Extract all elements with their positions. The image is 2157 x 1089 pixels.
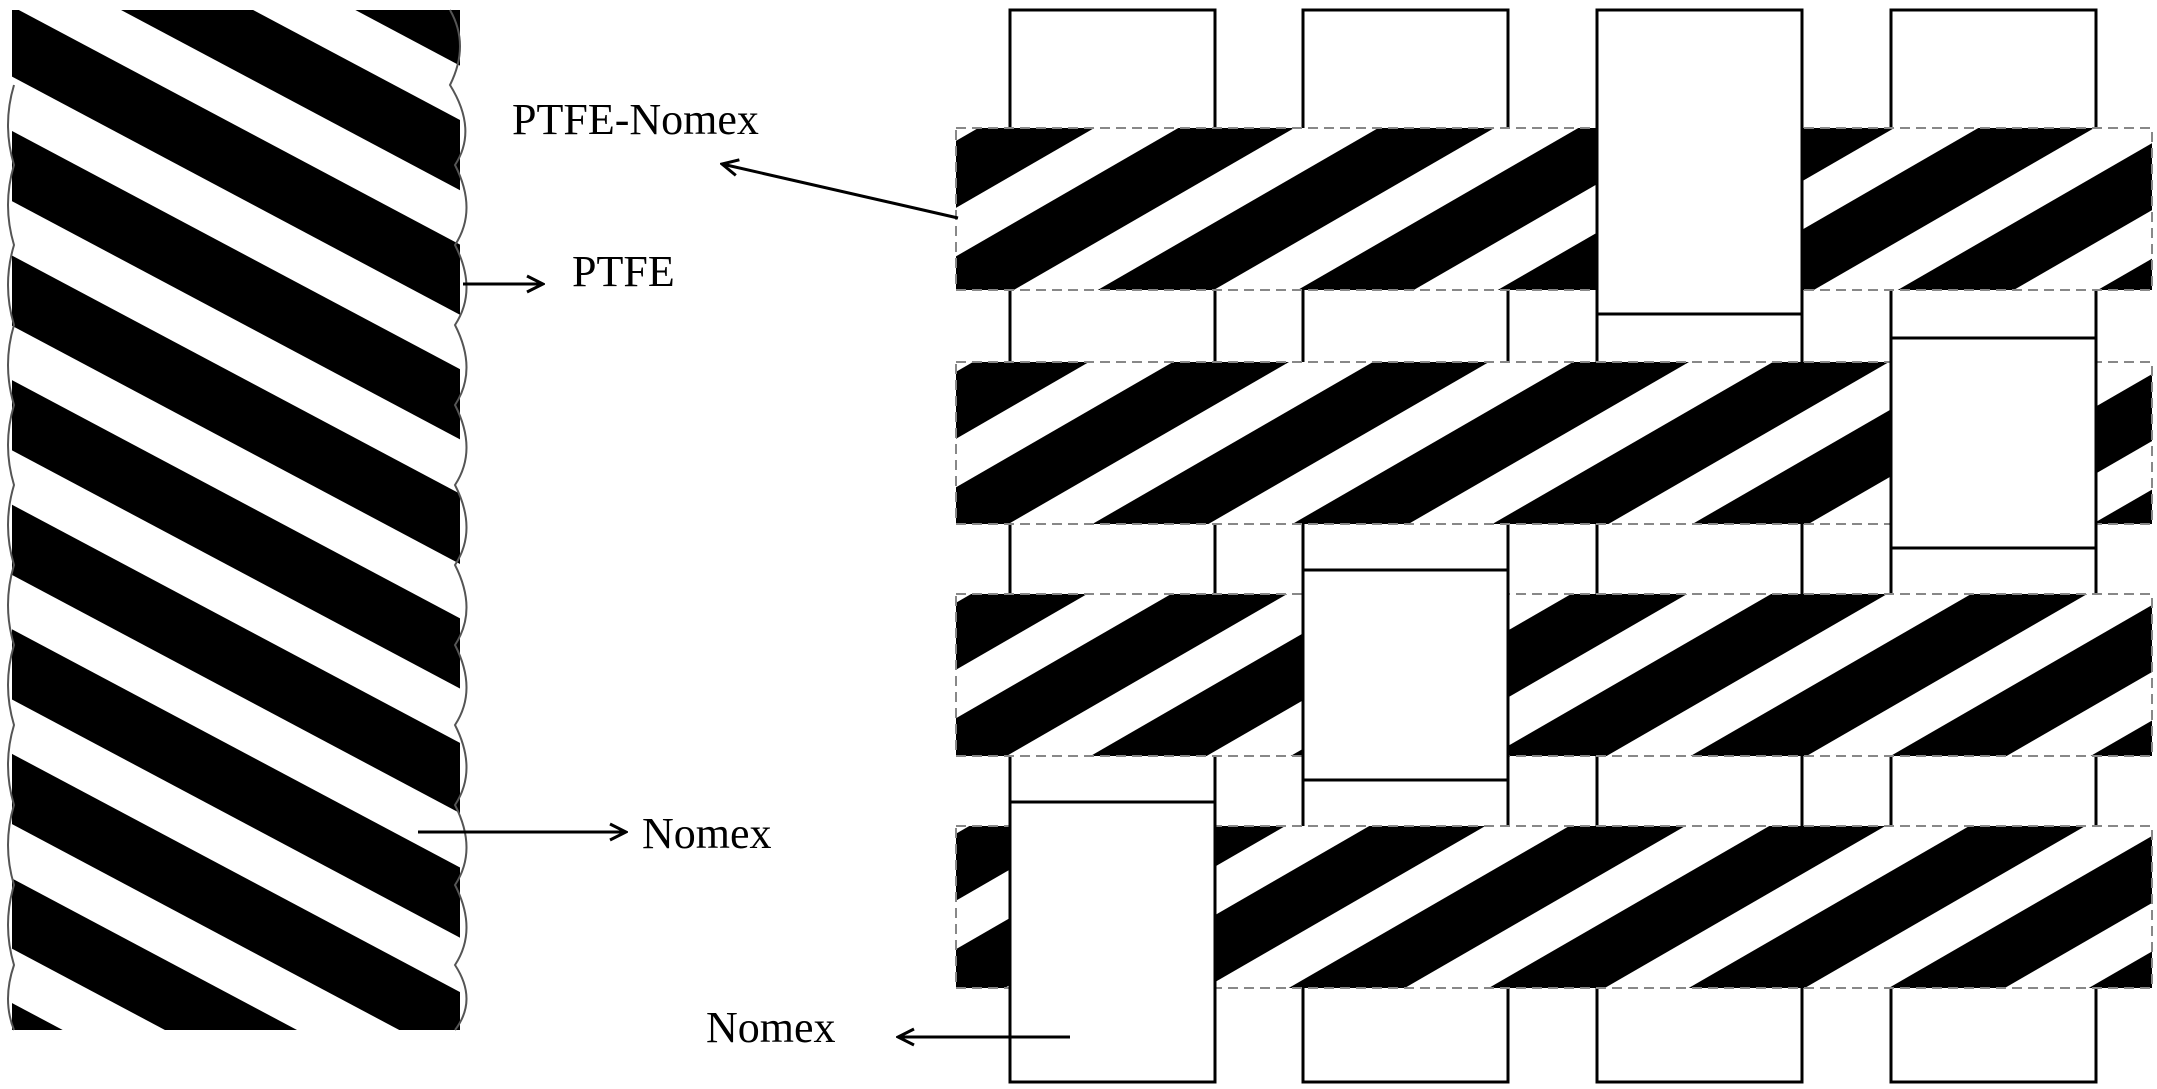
warp-float-4-over-weft-2 [1889, 336, 2098, 550]
twisted-yarn-right-edge [448, 9, 468, 1031]
label-ptfe-nomex: PTFE-Nomex [512, 95, 759, 144]
label-ptfe: PTFE [572, 247, 675, 296]
label-nomex-yarn: Nomex [642, 809, 772, 858]
twisted-yarn-body [12, 10, 460, 1030]
warp-float-1-over-weft-4 [1008, 800, 1217, 1084]
annotation-arrows [418, 164, 1070, 1037]
twisted-yarn-left-edge [7, 84, 16, 1031]
weft-yarn-1 [955, 127, 2153, 291]
twisted-yarn [0, 0, 502, 1089]
warp-float-2-over-weft-3 [1301, 568, 1510, 782]
arrow-ptfe-nomex [722, 164, 959, 220]
woven-fabric [955, 8, 2153, 1084]
weft-yarn-3 [955, 593, 2153, 757]
label-nomex-fabric: Nomex [706, 1003, 836, 1052]
warp-float-3-over-weft-1 [1595, 8, 1804, 316]
